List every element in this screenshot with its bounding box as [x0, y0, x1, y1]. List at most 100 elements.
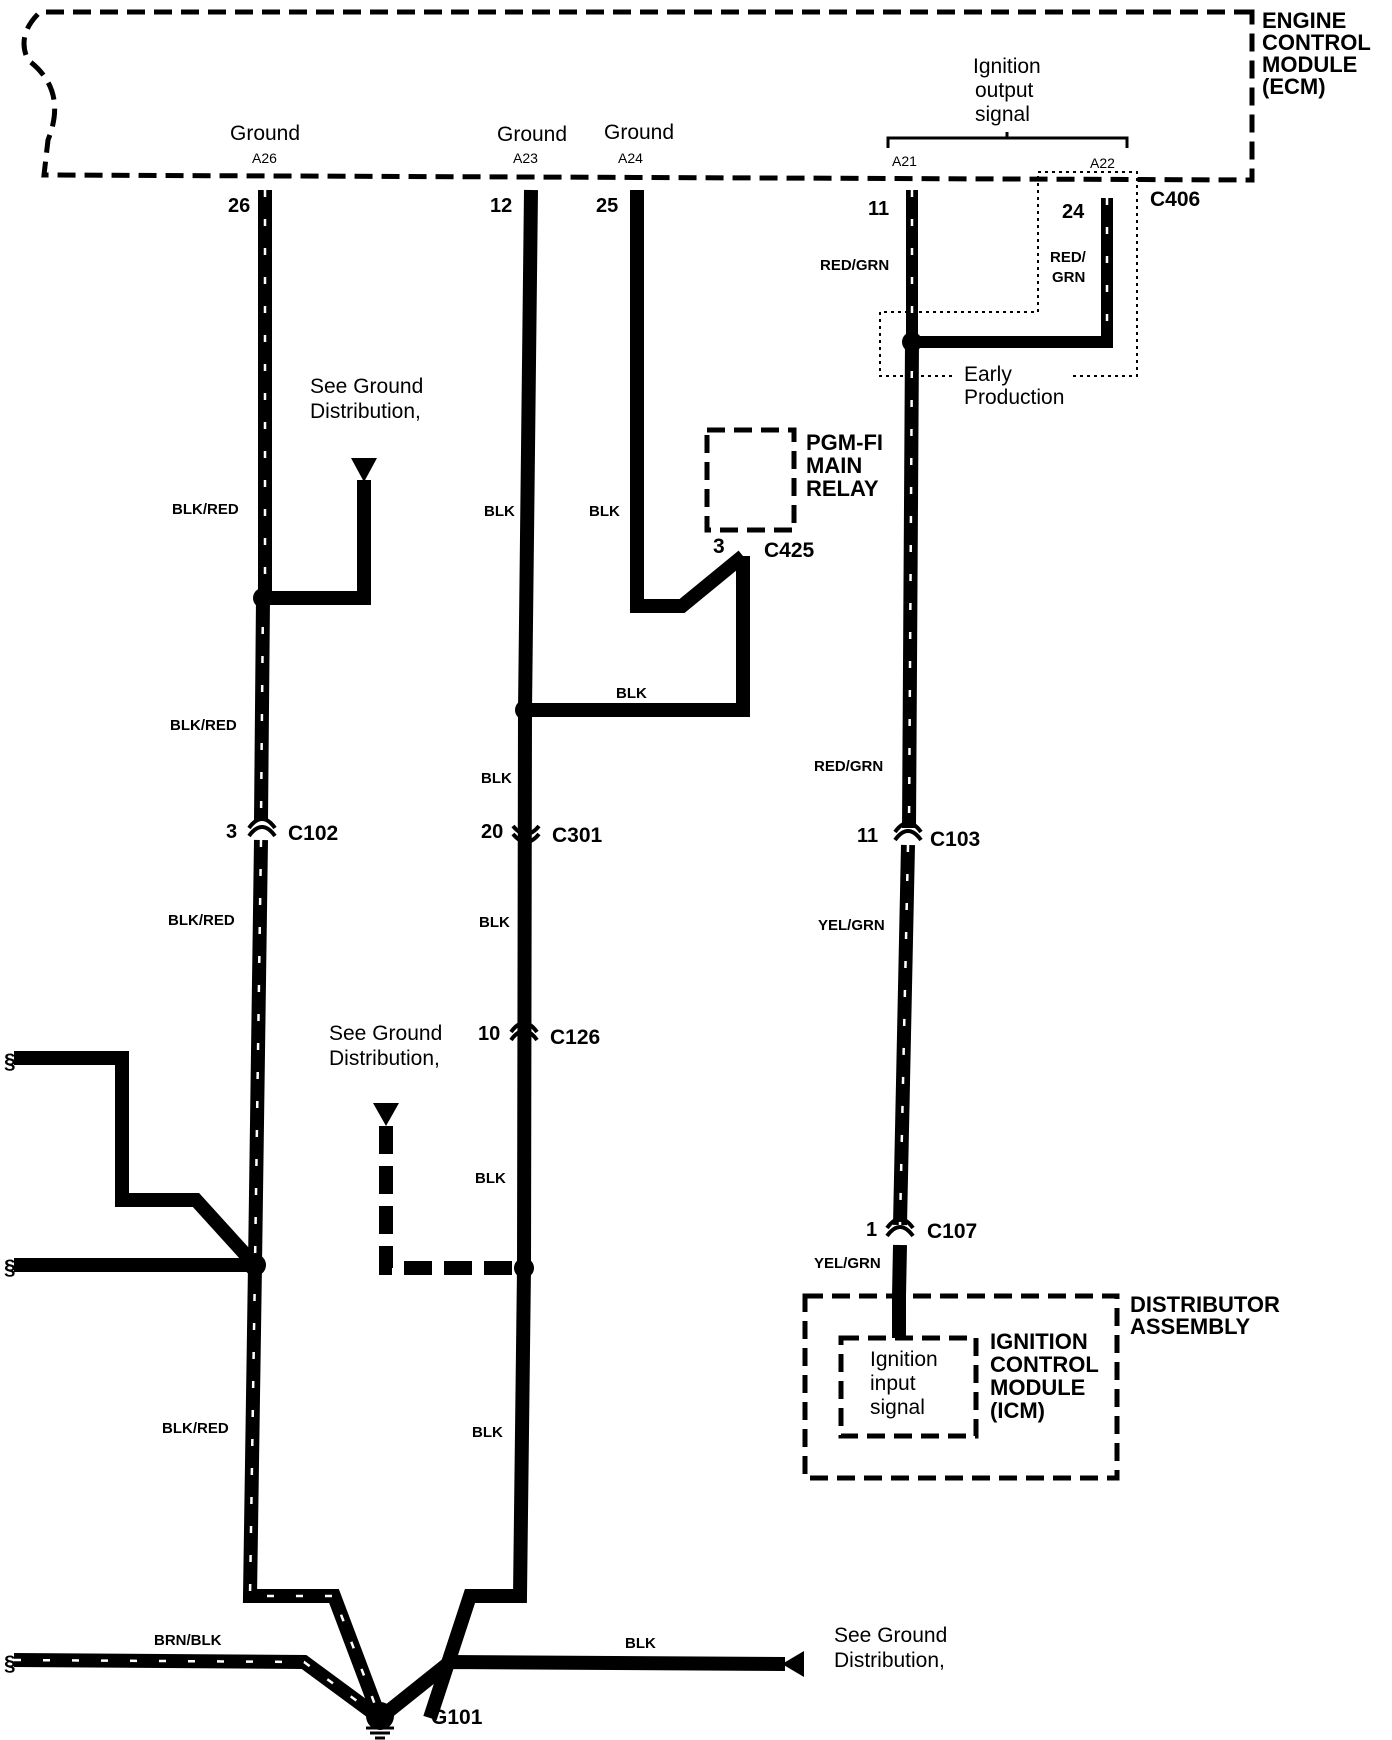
- branch-ground-1: [265, 480, 371, 605]
- left-branch-upper: [14, 1051, 261, 1270]
- c102-name: C102: [288, 822, 338, 845]
- wire-label-blk-a24: BLK: [589, 503, 620, 520]
- ecm-boundary: [21, 9, 1255, 183]
- wire-red-grn: [902, 190, 919, 829]
- wire-label-red-grn-3: RED/GRN: [814, 758, 883, 775]
- svg-text:(ECM): (ECM): [1262, 74, 1326, 99]
- svg-text:See Ground: See Ground: [329, 1022, 442, 1045]
- see-ground-note-2: See Ground Distribution,: [329, 1022, 442, 1070]
- terminal-a24: Ground A24 25: [596, 121, 674, 217]
- connector-c425: C425: [764, 539, 815, 562]
- ground-point-dot: [366, 1702, 394, 1730]
- svg-text:signal: signal: [870, 1396, 925, 1419]
- svg-text:RELAY: RELAY: [806, 476, 879, 501]
- see-ground-note-3: See Ground Distribution,: [834, 1624, 947, 1672]
- pin-11-ecm: 11: [868, 198, 889, 220]
- ground-point-g101: G101: [431, 1706, 483, 1729]
- early-production-box: [879, 171, 1138, 377]
- relay-pin: 3: [713, 535, 725, 558]
- wire-label-blk-2: BLK: [481, 770, 512, 787]
- wire-label-yel-grn-1: YEL/GRN: [818, 917, 885, 934]
- c301-name: C301: [552, 824, 603, 847]
- svg-text:12: 12: [490, 195, 512, 217]
- svg-text:Early: Early: [964, 363, 1012, 386]
- left-stub-upper: §: [4, 1050, 16, 1073]
- connector-c406: C406: [1150, 188, 1200, 211]
- svg-text:A24: A24: [618, 150, 643, 166]
- wire-yel-grn: [892, 844, 915, 1338]
- ecm-title: ENGINE CONTROL MODULE (ECM): [1262, 8, 1371, 99]
- wire-label-blk-3: BLK: [479, 914, 510, 931]
- wire-label-blk-red-3: BLK/RED: [168, 912, 235, 929]
- connector-c102-symbol: [247, 825, 277, 838]
- svg-text:Production: Production: [964, 386, 1064, 409]
- ground-arrow-3: [782, 1651, 804, 1677]
- wire-label-blk-red-4: BLK/RED: [162, 1420, 229, 1437]
- branch-ground-2: [379, 1126, 524, 1275]
- c126-name: C126: [550, 1026, 600, 1049]
- wire-blk-a23: [423, 189, 538, 1721]
- pgm-fi-main-relay-box: [704, 427, 797, 533]
- wire-label-brn-blk: BRN/BLK: [154, 1632, 222, 1649]
- connector-c301-symbol: [511, 824, 541, 836]
- svg-text:Ground: Ground: [230, 122, 300, 145]
- svg-text:input: input: [870, 1372, 916, 1395]
- c102-pin: 3: [226, 821, 237, 843]
- distributor-assembly-box: [802, 1293, 1120, 1481]
- svg-text:CONTROL: CONTROL: [990, 1352, 1099, 1377]
- relay-title: PGM-FI MAIN RELAY: [806, 430, 883, 501]
- ground-arrow-2: [373, 1103, 399, 1126]
- svg-text:Distribution,: Distribution,: [834, 1649, 945, 1672]
- svg-text:Distribution,: Distribution,: [310, 400, 421, 423]
- distributor-title: DISTRIBUTOR ASSEMBLY: [1130, 1292, 1280, 1339]
- c107-name: C107: [927, 1220, 977, 1243]
- wire-blk-red: [242, 190, 387, 1721]
- early-production-label: Early Production: [964, 363, 1064, 409]
- wire-label-blk-5: BLK: [472, 1424, 503, 1441]
- svg-text:Distribution,: Distribution,: [329, 1047, 440, 1070]
- c103-name: C103: [930, 828, 980, 851]
- connector-c126-symbol: [509, 1029, 539, 1042]
- ignition-output-label: Ignition output signal: [973, 55, 1041, 126]
- splice-blk-red-1: [253, 588, 273, 608]
- svg-text:Ignition: Ignition: [973, 55, 1041, 78]
- svg-text:signal: signal: [975, 103, 1030, 126]
- ground-symbol: [366, 1726, 394, 1740]
- c301-pin: 20: [481, 821, 503, 843]
- svg-text:Ground: Ground: [497, 123, 567, 146]
- svg-text:ENGINE: ENGINE: [1262, 8, 1346, 33]
- svg-text:25: 25: [596, 195, 618, 217]
- left-stub-bottom: §: [4, 1652, 16, 1675]
- terminal-a23: Ground A23 12: [490, 123, 567, 217]
- wire-red-grn-early: [912, 198, 1113, 348]
- wire-label-blk-bottom: BLK: [625, 1635, 656, 1652]
- wire-label-blk-red-2: BLK/RED: [170, 717, 237, 734]
- wire-label-blk-1: BLK: [484, 503, 515, 520]
- svg-text:PGM-FI: PGM-FI: [806, 430, 883, 455]
- svg-text:ASSEMBLY: ASSEMBLY: [1130, 1314, 1251, 1339]
- icm-title: IGNITION CONTROL MODULE (ICM): [990, 1329, 1099, 1423]
- splice-red-grn: [902, 332, 922, 352]
- wire-relay-to-a23: [525, 556, 750, 717]
- icm-input-label: Ignition input signal: [870, 1348, 938, 1419]
- svg-text:Ignition: Ignition: [870, 1348, 938, 1371]
- ignition-output-bracket: [886, 132, 1129, 148]
- wire-label-red-grn-1: RED/GRN: [820, 257, 889, 274]
- svg-text:DISTRIBUTOR: DISTRIBUTOR: [1130, 1292, 1280, 1317]
- svg-text:MAIN: MAIN: [806, 453, 862, 478]
- svg-text:See Ground: See Ground: [310, 375, 423, 398]
- svg-text:(ICM): (ICM): [990, 1398, 1045, 1423]
- wire-label-yel-grn-2: YEL/GRN: [814, 1255, 881, 1272]
- icm-box: [838, 1335, 979, 1439]
- left-stub-lower: §: [4, 1256, 16, 1279]
- svg-text:IGNITION: IGNITION: [990, 1329, 1088, 1354]
- pin-a22: A22: [1090, 155, 1115, 171]
- svg-text:A26: A26: [252, 150, 277, 166]
- terminal-a26: Ground A26 26: [228, 122, 300, 217]
- wire-blk-ground-dist: [375, 1654, 786, 1724]
- wire-label-red-grn-2a: RED/: [1050, 249, 1087, 266]
- connector-c103-symbol: [893, 829, 923, 842]
- wire-label-blk-4: BLK: [475, 1170, 506, 1187]
- see-ground-note-1: See Ground Distribution,: [310, 375, 423, 423]
